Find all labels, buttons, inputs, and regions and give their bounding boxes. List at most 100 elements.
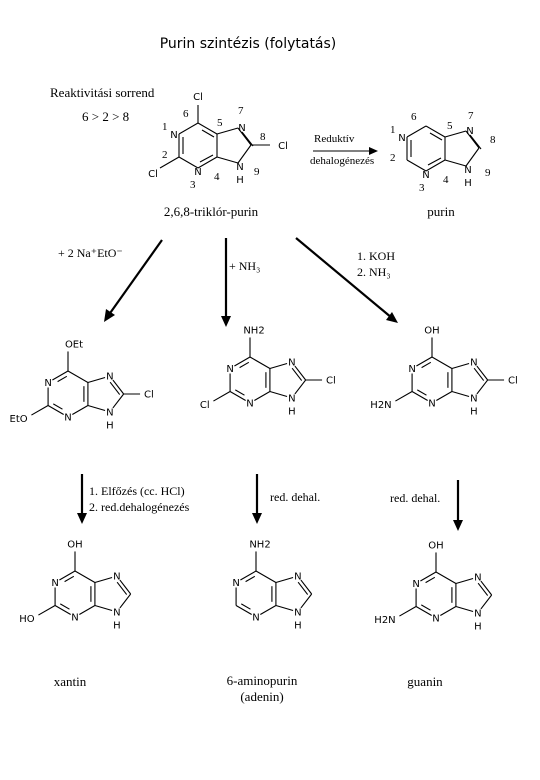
substituent-8: Cl <box>144 390 154 401</box>
arrowhead-ethoxy <box>104 309 115 322</box>
purine-skeleton <box>395 337 505 402</box>
reactivity-label: Reaktivitási sorrend <box>50 85 155 100</box>
atom-h9: H <box>113 620 121 631</box>
atom-n1: N <box>408 364 415 375</box>
ring-number-6: 6 <box>183 108 189 120</box>
atom-n1: N <box>412 579 419 590</box>
molecule-name-xantin: xantin <box>54 674 87 689</box>
ring-number-3: 3 <box>419 182 425 194</box>
arrowhead-adenin <box>252 513 262 524</box>
molecule-name-tcp: 2,6,8-triklór-purin <box>164 204 259 219</box>
atom-n7: N <box>106 372 113 383</box>
reagent-koh-1: 1. KOH <box>357 249 395 263</box>
atom-n9: N <box>464 165 471 176</box>
arrowhead-amino <box>221 316 231 327</box>
reagent-ethoxide: + 2 Na⁺EtO⁻ <box>58 246 123 260</box>
atom-n7: N <box>113 572 120 583</box>
reagent-koh-2: 2. NH₃ <box>357 265 391 279</box>
ring-number-8: 8 <box>490 134 496 146</box>
atom-n1: N <box>51 578 58 589</box>
atom-n3: N <box>246 399 253 410</box>
substituent-6: NH2 <box>249 539 270 550</box>
reagent-red-dehal-2: red. dehal. <box>390 491 440 505</box>
atom-n1: N <box>170 130 177 141</box>
reductive-label-2: dehalogénezés <box>310 155 374 167</box>
purine-skeleton <box>178 122 254 169</box>
substituent-8: Cl <box>508 376 518 387</box>
substituent-6: OH <box>428 540 443 551</box>
substituent-8: Cl <box>326 376 336 387</box>
arrow-to-ethoxy <box>107 239 163 317</box>
substituent-cl6: Cl <box>193 92 203 103</box>
substituent-cl2: Cl <box>148 169 158 180</box>
ring-number-7: 7 <box>238 105 244 117</box>
purine-skeleton <box>399 552 493 617</box>
ring-number-1: 1 <box>162 121 168 133</box>
ring-number-5: 5 <box>217 117 223 129</box>
substituent-6: OH <box>67 539 82 550</box>
substituent-2: Cl <box>200 400 210 411</box>
atom-n9: N <box>288 393 295 404</box>
ring-number-5: 5 <box>447 120 453 132</box>
ring-number-4: 4 <box>214 171 220 183</box>
atom-n7: N <box>466 126 473 137</box>
reductive-label-1: Reduktív <box>314 133 355 145</box>
purine-skeleton <box>235 551 313 615</box>
substituent-6: NH2 <box>243 325 264 336</box>
atom-h9: H <box>106 420 114 431</box>
atom-n9: N <box>474 608 481 619</box>
purine-skeleton <box>31 351 141 416</box>
substituent-6: OEt <box>65 339 83 350</box>
reagent-hcl-1: 1. Elfőzés (cc. HCl) <box>89 484 185 498</box>
arrowhead-xantin <box>77 513 87 524</box>
substituent-2: EtO <box>10 414 28 425</box>
atom-h9: H <box>294 620 302 631</box>
atom-h9: H <box>288 406 296 417</box>
atom-n9: N <box>113 607 120 618</box>
atom-h9: H <box>464 178 472 189</box>
ring-number-7: 7 <box>468 110 474 122</box>
atom-n3: N <box>432 614 439 625</box>
ring-number-3: 3 <box>190 179 196 191</box>
atom-n7: N <box>470 358 477 369</box>
atom-n7: N <box>294 572 301 583</box>
atom-n7: N <box>238 123 245 134</box>
ring-number-9: 9 <box>254 166 260 178</box>
ring-number-1: 1 <box>390 124 396 136</box>
reagent-ammonia: + NH₃ <box>229 259 260 273</box>
ring-number-9: 9 <box>485 167 491 179</box>
atom-n7: N <box>474 573 481 584</box>
ring-number-4: 4 <box>443 174 449 186</box>
atom-n7: N <box>288 358 295 369</box>
ring-number-2: 2 <box>390 152 396 164</box>
substituent-6: OH <box>424 325 439 336</box>
atom-n3: N <box>252 613 259 624</box>
ring-number-6: 6 <box>411 111 417 123</box>
arrowhead-guanin <box>453 520 463 531</box>
atom-n3: N <box>422 170 429 181</box>
reactivity-order: 6 > 2 > 8 <box>82 109 129 124</box>
atom-n1: N <box>398 133 405 144</box>
substituent-cl8: Cl <box>278 141 288 152</box>
page-title: Purin szintézis (folytatás) <box>160 36 337 52</box>
atom-n9: N <box>294 607 301 618</box>
atom-n1: N <box>226 364 233 375</box>
molecule-name-adenin-1: 6-aminopurin <box>227 673 298 688</box>
atom-h9: H <box>474 621 482 632</box>
atom-n9: N <box>236 162 243 173</box>
arrowhead-guanine-cl <box>386 312 398 323</box>
atom-h9: H <box>470 406 478 417</box>
molecule-name-adenin-2: (adenin) <box>240 689 283 704</box>
purine-skeleton <box>213 337 323 402</box>
atom-h9: H <box>236 175 244 186</box>
ring-number-2: 2 <box>162 149 168 161</box>
arrow-to-guanine-cl <box>295 237 393 319</box>
